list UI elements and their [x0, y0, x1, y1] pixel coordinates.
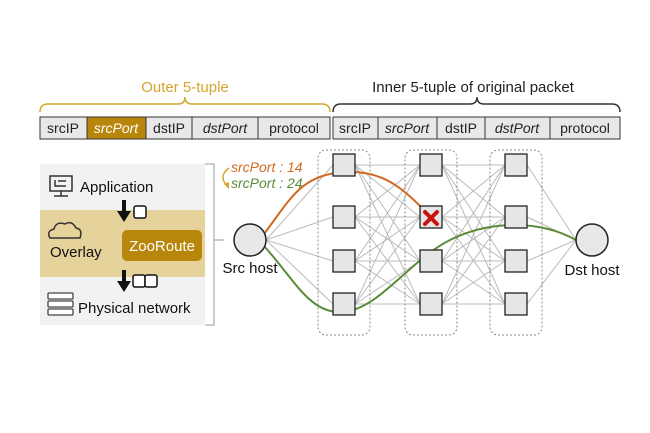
switch-node [419, 292, 443, 316]
failed-link-icon [423, 210, 439, 226]
inner-field-srcport: srcPort [385, 120, 430, 136]
switch-node [504, 205, 528, 229]
outer-field-srcport: srcPort [94, 120, 139, 136]
link-line [354, 164, 421, 218]
link-line [441, 216, 506, 305]
link-line [354, 216, 421, 305]
link-line [526, 164, 577, 241]
link-line [441, 164, 506, 262]
outer-field-dstip: dstIP [153, 120, 185, 136]
src-host-label: Src host [222, 260, 278, 277]
link-line [354, 164, 421, 262]
switch-tier-box [404, 149, 458, 336]
overlay-label: Overlay [50, 244, 102, 261]
link-line [441, 164, 506, 305]
switch-node [332, 249, 356, 273]
link-line [265, 239, 334, 305]
outer-tuple: srcIP srcPort dstIP dstPort protocol [39, 116, 331, 140]
outer-field-protocol: protocol [269, 120, 319, 136]
physical-network-label: Physical network [78, 300, 191, 317]
switch-node [332, 153, 356, 177]
down-arrow-icon [117, 200, 131, 222]
src-host-node [233, 223, 267, 257]
link-line [441, 164, 506, 218]
srcport-24-label: srcPort : 24 [231, 175, 303, 191]
switch-node [504, 153, 528, 177]
link-line [441, 216, 506, 262]
switch-node [504, 292, 528, 316]
switch-node [419, 153, 443, 177]
application-label: Application [80, 179, 153, 196]
down-arrow-icon [117, 270, 131, 292]
cloud-icon [47, 221, 82, 239]
dst-host-node [575, 223, 609, 257]
link-line [526, 239, 577, 305]
switch-node [419, 249, 443, 273]
link-line [354, 260, 421, 305]
monitor-icon [49, 175, 73, 197]
inner-field-dstport: dstPort [495, 120, 540, 136]
inner-field-dstip: dstIP [445, 120, 477, 136]
link-line [265, 239, 334, 262]
outer-field-dstport: dstPort [203, 120, 248, 136]
link-line [526, 239, 577, 262]
zooroute-label: ZooRoute [129, 238, 195, 255]
network-mesh [265, 164, 577, 305]
inner-field-srcip: srcIP [339, 120, 371, 136]
switch-tier-box [489, 149, 543, 336]
server-icon [47, 292, 74, 316]
packet-icon [133, 205, 147, 219]
link-line [265, 164, 334, 241]
stack-bracket [205, 163, 224, 326]
stack-panel: Application Overlay ZooRoute Physical ne… [40, 164, 205, 325]
outer-tuple-label: Outer 5-tuple [141, 79, 229, 96]
switch-nodes [332, 153, 528, 316]
switch-node [332, 205, 356, 229]
link-line [441, 260, 506, 305]
inner-tuple: srcIP srcPort dstIP dstPort protocol [332, 116, 621, 140]
inner-tuple-label: Inner 5-tuple of original packet [372, 79, 575, 96]
outer-field-srcip: srcIP [47, 120, 79, 136]
arrowhead-icon [224, 182, 229, 189]
outer-brace [39, 96, 331, 113]
encapsulated-packet-icon [132, 274, 158, 288]
switch-node [332, 292, 356, 316]
switch-tier-box [317, 149, 371, 336]
switch-columns [317, 149, 543, 336]
link-line [354, 216, 421, 262]
link-line [354, 164, 421, 305]
inner-field-protocol: protocol [560, 120, 610, 136]
inner-brace [332, 96, 621, 113]
link-line [265, 216, 334, 241]
dst-host-label: Dst host [564, 262, 620, 279]
switch-node [504, 249, 528, 273]
srcport-14-label: srcPort : 14 [231, 159, 303, 175]
zooroute-box [122, 230, 202, 261]
